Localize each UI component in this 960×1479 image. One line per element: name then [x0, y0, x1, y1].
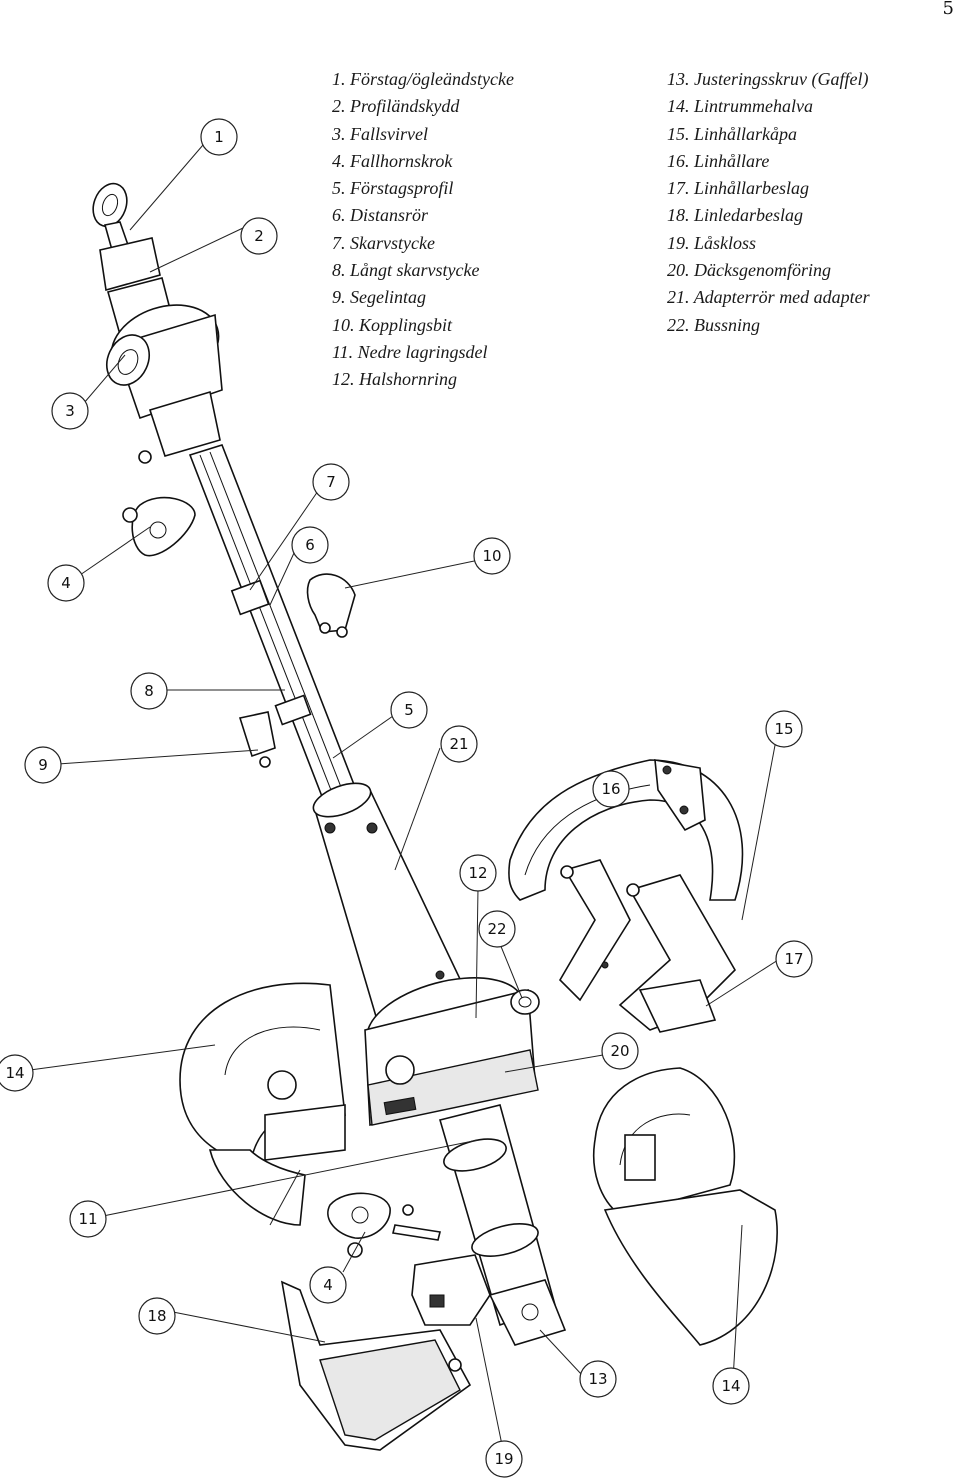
callout-9: 9: [24, 746, 62, 784]
svg-text:3: 3: [65, 402, 75, 420]
svg-text:17: 17: [784, 950, 803, 968]
leader-lines: [29, 144, 779, 1446]
svg-text:16: 16: [601, 780, 620, 798]
callout-8: 8: [130, 672, 168, 710]
parts-list-item: 10. Kopplingsbit: [332, 314, 453, 335]
svg-text:6: 6: [305, 536, 315, 554]
parts-list-item: 8. Långt skarvstycke: [332, 260, 480, 281]
svg-text:9: 9: [38, 756, 48, 774]
bushing: [510, 989, 540, 1015]
eye-terminal: [92, 182, 130, 252]
locking-block: [411, 1254, 491, 1326]
parts-list-item: 19. Låskloss: [667, 232, 757, 253]
callout-18: 18: [138, 1297, 176, 1335]
svg-text:4: 4: [61, 574, 71, 592]
svg-text:20: 20: [610, 1042, 629, 1060]
callout-3: 3: [51, 392, 89, 430]
sail-feeder: [238, 711, 276, 768]
callout-13: 13: [579, 1360, 617, 1398]
svg-text:18: 18: [147, 1307, 166, 1325]
callout-22: 22: [478, 910, 516, 948]
svg-text:22: 22: [487, 920, 506, 938]
parts-list-item: 6. Distansrör: [332, 205, 429, 226]
callout-4-upper: 4: [47, 564, 85, 602]
callout-6: 6: [291, 526, 329, 564]
callout-7: 7: [312, 463, 350, 501]
line-holder-cover: [508, 759, 744, 901]
callout-16: 16: [592, 770, 630, 808]
parts-list-item: 17. Linhållarbeslag: [667, 178, 810, 199]
parts-list-column-1: 1. Förstag/ögleändstycke 2. Profiländsky…: [332, 66, 514, 394]
parts-list-item: 18. Linledarbeslag: [667, 205, 804, 226]
parts-list-item: 20. Däcksgenomföring: [667, 260, 831, 281]
parts-list-item: 2. Profiländskydd: [332, 96, 460, 117]
callout-12: 12: [459, 854, 497, 892]
parts-list-column-2: 13. Justeringsskruv (Gaffel) 14. Lintrum…: [667, 66, 870, 339]
line-drum-half-right: [592, 1067, 778, 1346]
line-holder-fitting: [638, 979, 717, 1033]
callout-17: 17: [775, 940, 813, 978]
callout-11: 11: [69, 1200, 107, 1238]
callout-14-right: 14: [712, 1367, 750, 1405]
halyard-shackle-lower: [327, 1192, 441, 1258]
callout-4-lower: 4: [309, 1266, 347, 1304]
halyard-shackle-upper: [122, 450, 196, 557]
svg-text:13: 13: [588, 1370, 607, 1388]
callouts: 1 2 3 7 6 10 4 8 5 21 15 9 16 12 22 17 1…: [0, 118, 813, 1478]
parts-list-item: 12. Halshornring: [332, 369, 458, 390]
svg-text:10: 10: [482, 547, 501, 565]
line-guide-fitting: [280, 1280, 472, 1451]
callout-21: 21: [440, 725, 478, 763]
callout-10: 10: [473, 537, 511, 575]
svg-text:4: 4: [323, 1276, 333, 1294]
tack-ring: [364, 977, 539, 1127]
parts-list-item: 14. Lintrummehalva: [667, 96, 813, 117]
svg-text:1: 1: [214, 128, 224, 146]
parts-list-item: 4. Fallhornskrok: [332, 150, 453, 171]
callout-1: 1: [200, 118, 238, 156]
svg-text:15: 15: [774, 720, 793, 738]
svg-text:21: 21: [449, 735, 468, 753]
svg-text:8: 8: [144, 682, 154, 700]
parts-list-item: 22. Bussning: [667, 314, 761, 335]
callout-20: 20: [601, 1032, 639, 1070]
svg-text:12: 12: [468, 864, 487, 882]
svg-text:7: 7: [326, 473, 336, 491]
callout-19: 19: [485, 1440, 523, 1478]
furling-drawing: [92, 182, 778, 1451]
svg-text:2: 2: [254, 227, 264, 245]
parts-list-item: 1. Förstag/ögleändstycke: [332, 69, 514, 89]
parts-list-item: 7. Skarvstycke: [332, 232, 435, 253]
adjusting-screw-fork: [488, 1279, 567, 1346]
callout-5: 5: [390, 691, 428, 729]
line-drum-half-left: [179, 982, 346, 1226]
callout-2: 2: [240, 217, 278, 255]
svg-text:14: 14: [721, 1377, 740, 1395]
parts-list-item: 16. Linhållare: [667, 150, 770, 171]
upper-swivel: [99, 237, 223, 457]
svg-text:11: 11: [78, 1210, 97, 1228]
parts-list-item: 3. Fallsvirvel: [332, 123, 428, 144]
svg-text:5: 5: [404, 701, 414, 719]
parts-list-item: 21. Adapterrör med adapter: [667, 287, 870, 308]
callout-14-left: 14: [0, 1054, 34, 1092]
parts-list-item: 15. Linhållarkåpa: [667, 123, 798, 144]
parts-list-item: 13. Justeringsskruv (Gaffel): [667, 69, 869, 89]
page-number: 5: [942, 0, 954, 19]
parts-list-item: 5. Förstagsprofil: [332, 178, 454, 199]
lower-bearing: [438, 1104, 556, 1327]
parts-list-item: 11. Nedre lagringsdel: [332, 341, 488, 362]
callout-15: 15: [765, 710, 803, 748]
parts-list-item: 9. Segelintag: [332, 287, 426, 308]
coupling-piece: [306, 573, 356, 638]
svg-text:19: 19: [494, 1450, 513, 1468]
svg-text:14: 14: [5, 1064, 24, 1082]
